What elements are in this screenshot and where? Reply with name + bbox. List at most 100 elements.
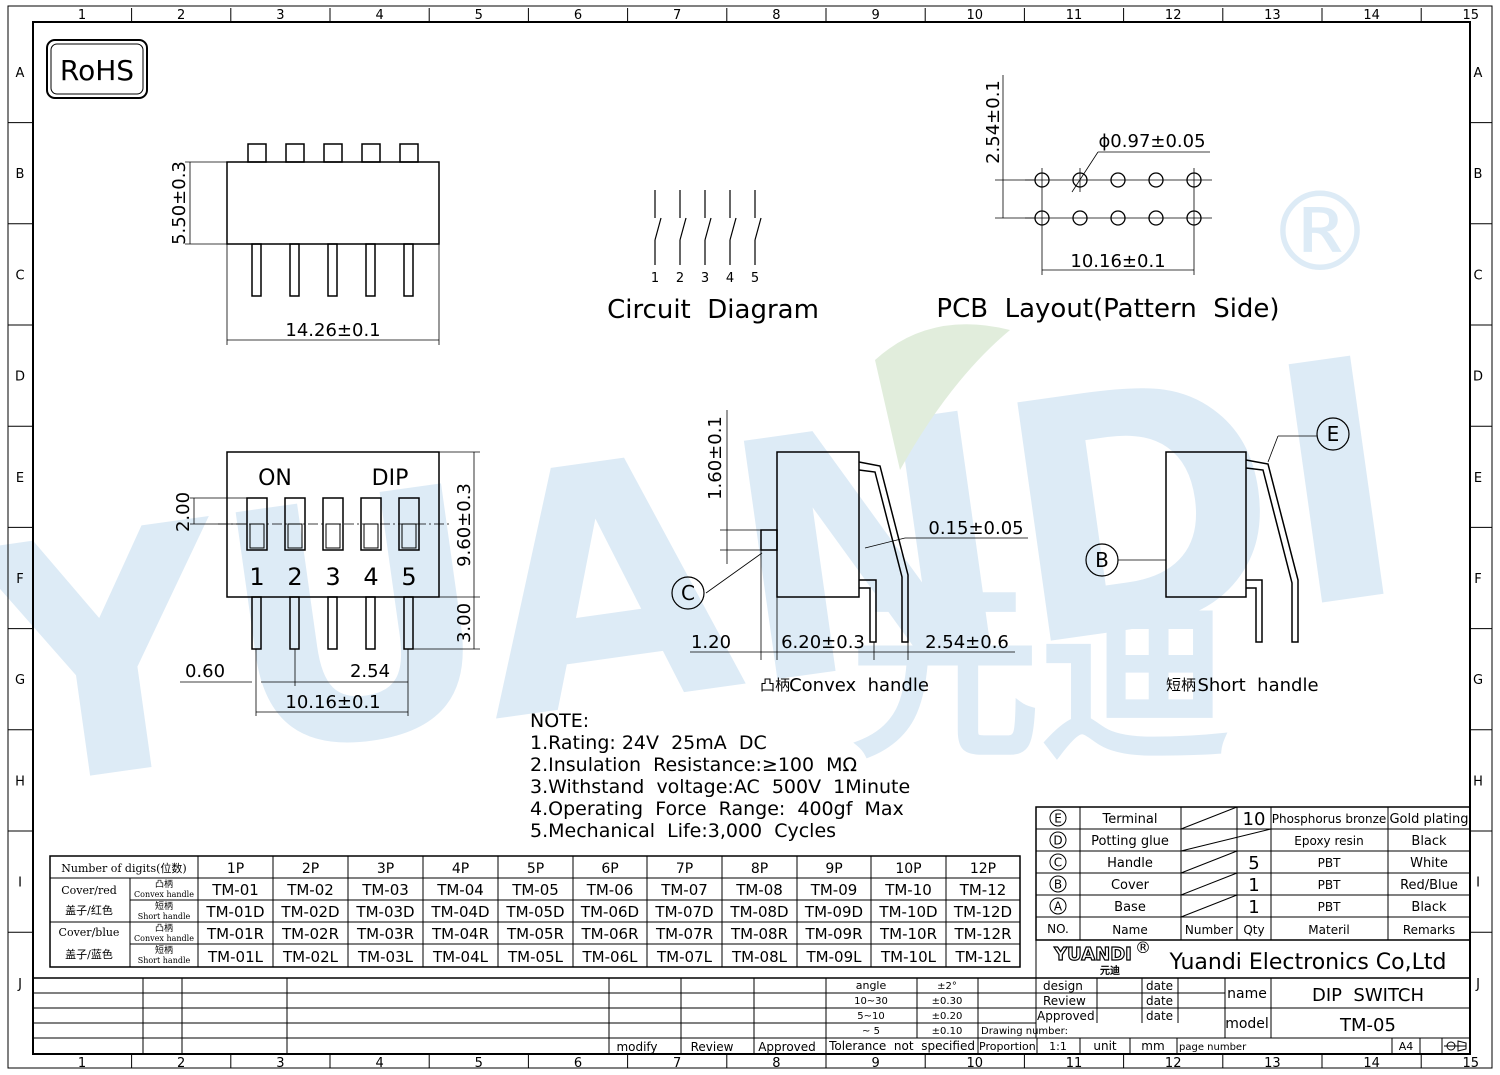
front-pin-dim: 3.00 — [454, 603, 475, 643]
model-cell: TM-07L — [656, 948, 713, 966]
notes: NOTE: 1.Rating: 24V 25mA DC 2.Insulation… — [530, 710, 910, 842]
sheet-border — [7, 5, 1493, 1069]
digits-col-header: 7P — [676, 861, 693, 877]
model-cell: TM-08R — [730, 925, 788, 943]
front-pitch-dim: 2.54 — [350, 661, 390, 682]
tolerance-range: ~ 5 — [862, 1026, 880, 1037]
revision-label: Approved — [758, 1040, 816, 1054]
short-side-view — [1085, 417, 1350, 643]
note-item: 4.Operating Force Range: 400gf Max — [530, 798, 904, 820]
grid-col-label: 9 — [871, 1056, 879, 1071]
model-cell: TM-07R — [655, 925, 713, 943]
digits-col-header: 6P — [601, 861, 618, 877]
model-cell: TM-09 — [810, 881, 858, 899]
circuit-title: Circuit Diagram — [607, 295, 819, 325]
circuit-diagram — [654, 190, 762, 265]
grid-row-label: C — [15, 268, 24, 283]
model-cell: TM-12D — [953, 903, 1012, 921]
circuit-pin: 1 — [651, 271, 659, 286]
short-callout-e: E — [1327, 422, 1340, 446]
digits-col-header: 4P — [452, 861, 469, 877]
model-cell: TM-05D — [505, 903, 564, 921]
bom-table — [1035, 806, 1471, 941]
model-cell: TM-10L — [880, 948, 937, 966]
bom-name: Terminal — [1102, 812, 1158, 827]
bom-qty: 5 — [1248, 853, 1259, 874]
bom-header-qty: Qty — [1243, 923, 1264, 937]
front-height-dim: 9.60±0.3 — [454, 483, 475, 567]
bom-qty: 1 — [1248, 875, 1259, 896]
front-dip-label: DIP — [372, 466, 409, 491]
digits-table-head: Number of digits(位数) — [61, 861, 186, 875]
bom-material: Phosphorus bronze — [1272, 812, 1387, 826]
model-cell: TM-01R — [206, 925, 264, 943]
tolerance-range: angle — [856, 979, 887, 992]
note-item: 1.Rating: 24V 25mA DC — [530, 732, 767, 754]
tolerance-rows: angle ±2° 10~30 ±0.30 5~10 ±0.20 ~ 5 ±0.… — [854, 979, 962, 1037]
grid-col-label: 6 — [574, 1056, 582, 1071]
model-cell: TM-05 — [511, 881, 559, 899]
name-value: DIP SWITCH — [1312, 985, 1424, 1006]
front-position: 2 — [287, 563, 302, 591]
convex-thick-dim: 0.15±0.05 — [928, 518, 1023, 539]
revision-label: modify — [616, 1040, 657, 1054]
variant-en: Convex handle — [134, 934, 194, 943]
watermark-leaf — [875, 324, 1010, 470]
model-cell: TM-09L — [806, 948, 863, 966]
top-width-dim: 14.26±0.1 — [285, 320, 380, 341]
date-label: date — [1146, 994, 1173, 1008]
grid-row-label: J — [1475, 977, 1480, 992]
logo-text: YUANDI — [1053, 944, 1132, 965]
bom-no-circle — [1049, 809, 1067, 827]
grid-col-label: 5 — [475, 8, 483, 23]
front-position: 4 — [363, 563, 378, 591]
model-cell: TM-10D — [878, 903, 937, 921]
grid-row-label: I — [1476, 876, 1480, 891]
circuit-pin-labels: 1 2 3 4 5 — [651, 271, 759, 286]
model-cell: TM-06D — [580, 903, 639, 921]
approval-rows: design Review Approved date date date — [1037, 979, 1173, 1023]
variant-cn: 短柄 — [155, 900, 173, 912]
note-item: 2.Insulation Resistance:≥100 MΩ — [530, 754, 857, 776]
grid-row-label: C — [1473, 268, 1482, 283]
circuit-pin: 4 — [726, 271, 734, 286]
front-view — [180, 451, 480, 716]
grid-row-label: F — [1474, 572, 1481, 587]
model-cell: TM-05R — [506, 925, 564, 943]
tolerance-range: 5~10 — [857, 1011, 884, 1022]
grid-col-label: 15 — [1463, 8, 1480, 23]
grid-row-label: B — [1474, 167, 1483, 182]
bom-no-circle — [1049, 897, 1067, 915]
model-cell: TM-03R — [356, 925, 414, 943]
variant-en: Convex handle — [134, 890, 194, 899]
front-slot-dim: 2.00 — [173, 492, 194, 532]
bom-qty: 10 — [1243, 809, 1266, 830]
group-label: 盖子/红色 — [65, 903, 113, 917]
grid-row-label: B — [16, 167, 25, 182]
bom-material: PBT — [1318, 878, 1341, 892]
model-cell: TM-08L — [731, 948, 788, 966]
grid-col-label: 2 — [177, 1056, 185, 1071]
proportion-value: 1:1 — [1049, 1040, 1067, 1053]
model-cell: TM-04L — [432, 948, 489, 966]
convex-dim-a: 1.20 — [691, 632, 731, 653]
grid-col-label: 13 — [1264, 8, 1281, 23]
digits-col-header: 1P — [227, 861, 244, 877]
bom-no-circle — [1049, 831, 1067, 849]
watermark-cn: 元迪 — [850, 564, 1230, 785]
revision-labels: modify Review Approved — [616, 1040, 815, 1054]
bom-header: NO. Name Number Qty Materil Remarks — [1047, 922, 1455, 937]
grid-col-label: 1 — [78, 1056, 86, 1071]
front-pin-width-dim: 0.60 — [185, 661, 225, 682]
model-cell: TM-12R — [953, 925, 1011, 943]
tolerance-value: ±0.30 — [932, 996, 963, 1007]
convex-label-cn: 凸柄 — [760, 676, 790, 694]
bom-no: A — [1054, 900, 1063, 914]
digits-col-header: 8P — [751, 861, 768, 877]
bom-remarks: Gold plating — [1389, 812, 1468, 827]
variant-cn: 凸柄 — [155, 922, 173, 934]
grid-col-label: 12 — [1165, 1056, 1182, 1071]
grid-col-label: 3 — [276, 1056, 284, 1071]
